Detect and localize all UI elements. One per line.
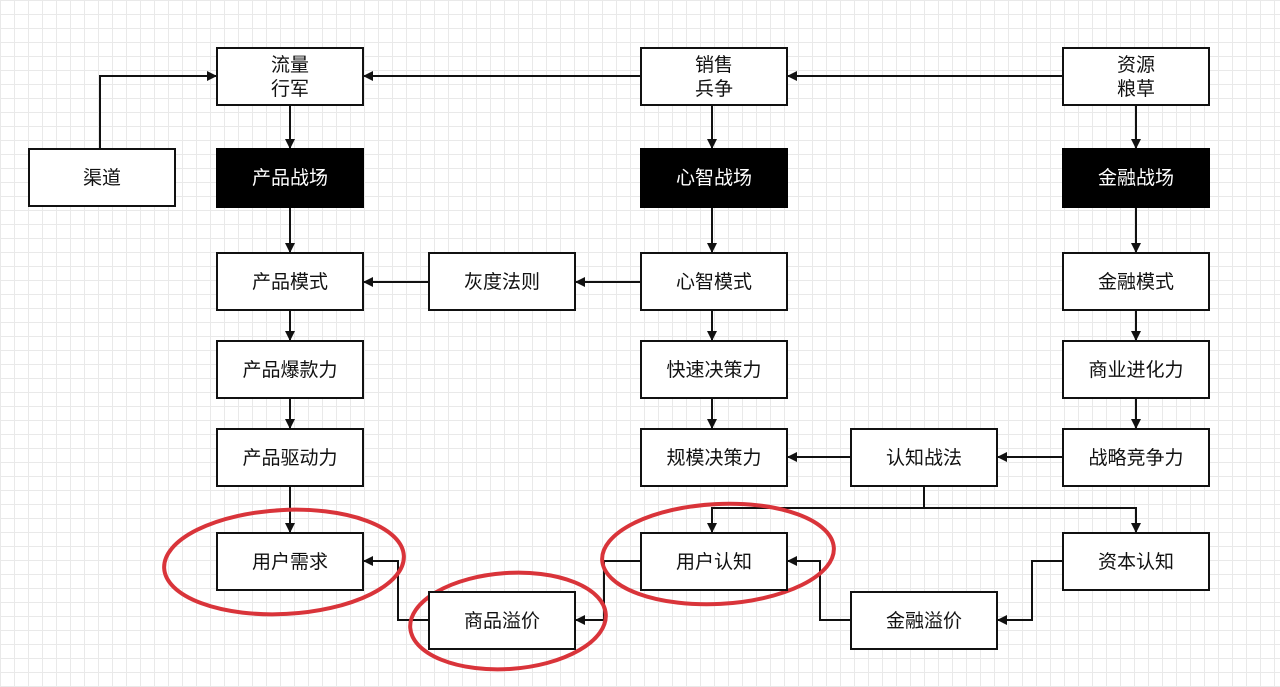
arrow-jinrong-yijia-to-yonghu-renzhi bbox=[787, 556, 850, 621]
node-kuaisu-juecel: 快速决策力 bbox=[640, 340, 788, 399]
arrow-shangpin-yijia-to-yonghu-xuqiu bbox=[363, 556, 428, 621]
node-shangpin-yijia: 商品溢价 bbox=[428, 591, 576, 650]
node-xiaoshou-line2: 兵争 bbox=[694, 77, 733, 100]
arrow-ziben-renzhi-to-jinrong-yijia bbox=[997, 560, 1062, 625]
node-jinrong-moshi: 金融模式 bbox=[1062, 252, 1210, 311]
highlight-circle-shangpin-yijia bbox=[408, 570, 608, 672]
node-renzhi-zhanfa: 认知战法 bbox=[850, 428, 998, 487]
arrow-qudao-to-liuliang bbox=[99, 71, 217, 148]
node-shangye-jinhuali: 商业进化力 bbox=[1062, 340, 1210, 399]
node-ziben-renzhi: 资本认知 bbox=[1062, 532, 1210, 591]
arrow-yonghu-renzhi-to-shangpin-yijia bbox=[575, 560, 640, 625]
node-yonghu-renzhi: 用户认知 bbox=[640, 532, 788, 591]
node-guimo-juecel: 规模决策力 bbox=[640, 428, 788, 487]
node-ziyuan-line2: 粮草 bbox=[1116, 77, 1155, 100]
node-yonghu-xuqiu: 用户需求 bbox=[216, 532, 364, 591]
node-huidu-faze: 灰度法则 bbox=[428, 252, 576, 311]
node-liuliang-xingjun: 流量 行军 bbox=[216, 47, 364, 106]
highlight-circle-yonghu-xuqiu bbox=[162, 507, 406, 617]
node-jinrong-zhanchang: 金融战场 bbox=[1062, 148, 1210, 208]
node-chanpin-baokuanli: 产品爆款力 bbox=[216, 340, 364, 399]
arrow-renzhi-zhanfa-to-yonghu-renzhi bbox=[707, 487, 925, 533]
node-zhanlue-jingzhengli: 战略竞争力 bbox=[1062, 428, 1210, 487]
node-xinzhi-moshi: 心智模式 bbox=[640, 252, 788, 311]
node-liuliang-line2: 行军 bbox=[270, 77, 309, 100]
node-ziyuan-liangcao: 资源 粮草 bbox=[1062, 47, 1210, 106]
node-chanpin-qudongli: 产品驱动力 bbox=[216, 428, 364, 487]
node-xiaoshou-line1: 销售 bbox=[694, 53, 733, 76]
node-chanpin-moshi: 产品模式 bbox=[216, 252, 364, 311]
arrow-renzhi-zhanfa-to-ziben-renzhi bbox=[924, 507, 1141, 533]
node-chanpin-zhanchang: 产品战场 bbox=[216, 148, 364, 208]
highlight-circle-yonghu-renzhi bbox=[600, 501, 836, 607]
node-xiaoshou-bingzheng: 销售 兵争 bbox=[640, 47, 788, 106]
node-xinzhi-zhanchang: 心智战场 bbox=[640, 148, 788, 208]
node-jinrong-yijia: 金融溢价 bbox=[850, 591, 998, 650]
node-qudao: 渠道 bbox=[28, 148, 176, 207]
node-liuliang-line1: 流量 bbox=[270, 53, 309, 76]
node-ziyuan-line1: 资源 bbox=[1116, 53, 1155, 76]
